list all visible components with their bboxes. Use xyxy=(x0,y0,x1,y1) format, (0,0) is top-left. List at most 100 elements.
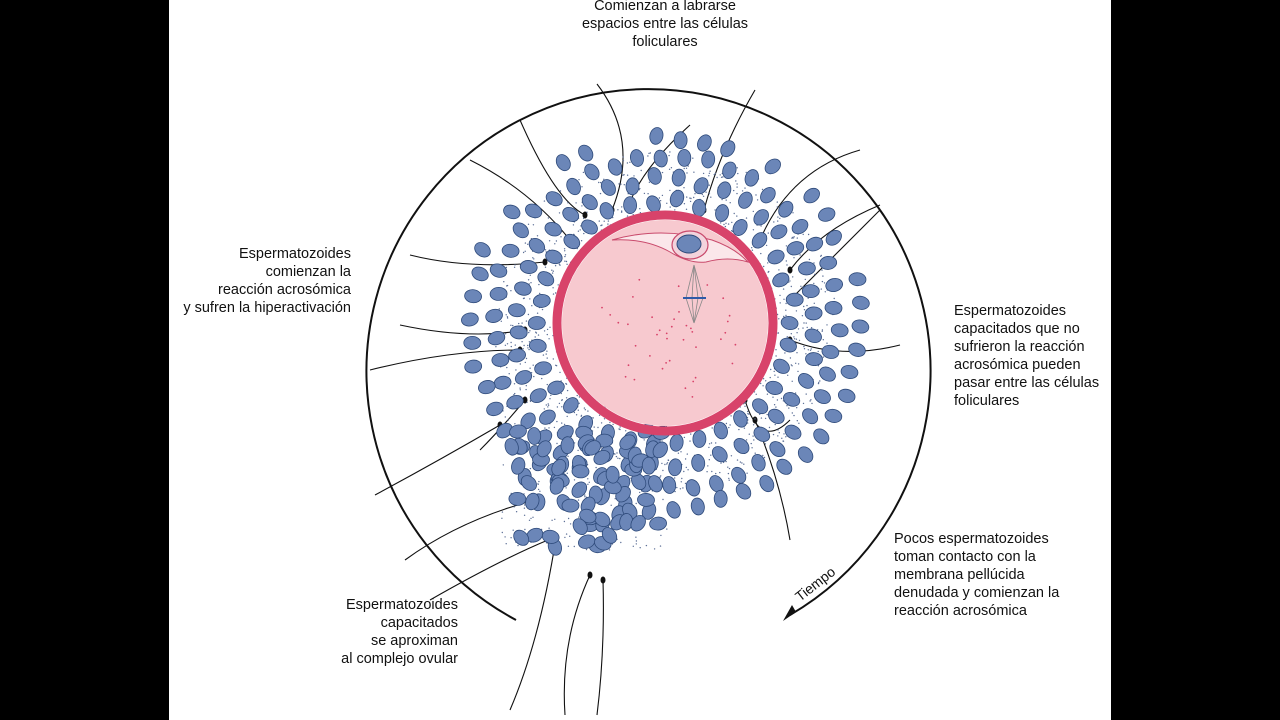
follicular-cell xyxy=(471,266,489,282)
follicular-cell xyxy=(840,365,859,379)
follicular-cell xyxy=(578,534,596,549)
follicular-cell xyxy=(525,492,540,511)
follicular-cell xyxy=(697,134,712,152)
sperm-tail xyxy=(429,539,549,601)
follicular-cell xyxy=(690,497,705,516)
follicular-cell xyxy=(722,161,737,180)
follicular-cell xyxy=(623,196,638,214)
follicular-cell xyxy=(487,330,506,346)
follicular-cell xyxy=(584,440,601,456)
follicular-cell xyxy=(805,352,823,367)
follicular-cell xyxy=(652,441,668,459)
follicular-cell xyxy=(717,181,732,199)
follicular-cell xyxy=(753,209,769,226)
follicular-cell xyxy=(819,366,836,382)
follicular-cell xyxy=(673,131,688,150)
meiotic-spindle xyxy=(683,264,706,324)
follicular-cell xyxy=(563,233,581,250)
follicular-cell xyxy=(509,424,527,439)
follicular-cell xyxy=(764,158,781,175)
follicular-cell xyxy=(851,319,870,334)
follicular-cell xyxy=(504,438,519,456)
follicular-cell xyxy=(669,189,685,208)
follicular-cell xyxy=(733,410,748,428)
follicular-cell xyxy=(491,353,510,367)
sperm-tail xyxy=(596,83,624,211)
follicular-cell xyxy=(691,454,706,472)
follicular-cell xyxy=(578,144,594,162)
follicular-cell xyxy=(653,149,668,168)
follicular-cell xyxy=(485,308,503,323)
follicular-cell xyxy=(668,458,683,477)
follicular-cell xyxy=(572,518,588,535)
follicular-cell xyxy=(713,421,728,440)
follicular-cell xyxy=(605,465,620,484)
follicular-cell xyxy=(825,277,843,293)
sperm-head xyxy=(587,571,593,579)
follicular-cell xyxy=(760,187,776,204)
follicular-cell xyxy=(804,306,823,321)
follicular-cell xyxy=(802,408,819,425)
follicular-cell xyxy=(528,237,546,254)
follicular-cell xyxy=(496,422,513,439)
follicular-cell xyxy=(566,177,581,196)
follicular-cell xyxy=(720,140,736,158)
follicular-cell xyxy=(751,453,766,472)
follicular-cell xyxy=(547,380,565,395)
follicular-cell xyxy=(824,300,843,315)
sperm-tail xyxy=(563,574,591,716)
follicular-cell xyxy=(630,149,644,167)
follicular-cell xyxy=(512,222,529,239)
follicular-cell xyxy=(662,476,677,494)
follicular-cell xyxy=(563,397,579,414)
follicular-cell xyxy=(813,428,830,445)
sperm-head xyxy=(542,258,548,266)
follicular-cell xyxy=(791,218,809,235)
sperm-tail xyxy=(404,499,536,561)
follicular-cell xyxy=(464,359,483,374)
follicular-cell xyxy=(825,229,842,246)
follicular-cell xyxy=(773,358,790,374)
follicular-cell xyxy=(783,392,801,407)
follicular-cell xyxy=(555,154,571,172)
follicular-cell xyxy=(818,207,836,222)
follicular-cell xyxy=(619,434,636,450)
follicular-cell xyxy=(514,281,532,296)
follicular-cell xyxy=(735,483,752,500)
follicular-cell xyxy=(780,316,799,330)
follicular-cell xyxy=(584,163,600,181)
follicular-cell xyxy=(527,427,542,445)
follicular-cell xyxy=(759,475,775,493)
follicular-cell xyxy=(509,325,528,340)
follicular-cell xyxy=(571,464,590,479)
follicular-cell xyxy=(474,242,491,258)
follicular-cell xyxy=(753,426,771,442)
follicular-cell xyxy=(581,194,598,211)
follicular-cell xyxy=(561,498,580,513)
follicular-cell xyxy=(541,529,560,544)
sperm-head xyxy=(752,416,758,424)
follicular-cell xyxy=(830,323,849,338)
follicular-cell xyxy=(848,342,866,357)
follicular-cell xyxy=(514,370,533,385)
follicular-cell xyxy=(507,303,526,318)
follicular-cell xyxy=(733,437,750,455)
follicular-cell xyxy=(534,361,552,376)
label-bottom-right: Pocos espermatozoides toman contacto con… xyxy=(894,531,1060,619)
follicular-cell xyxy=(819,255,838,270)
follicular-cell xyxy=(797,446,814,463)
follicular-cell xyxy=(669,433,684,452)
follicular-cell xyxy=(768,408,785,425)
follicular-cell xyxy=(649,516,667,531)
follicular-cell xyxy=(805,236,824,252)
follicular-cell xyxy=(647,167,662,185)
follicular-cell xyxy=(532,293,551,308)
follicular-cell xyxy=(593,450,611,465)
follicular-cell xyxy=(525,203,543,219)
follicular-cell xyxy=(649,127,664,145)
sperm-tail xyxy=(509,537,557,711)
follicular-cell xyxy=(537,271,555,287)
follicular-cell xyxy=(581,219,598,235)
